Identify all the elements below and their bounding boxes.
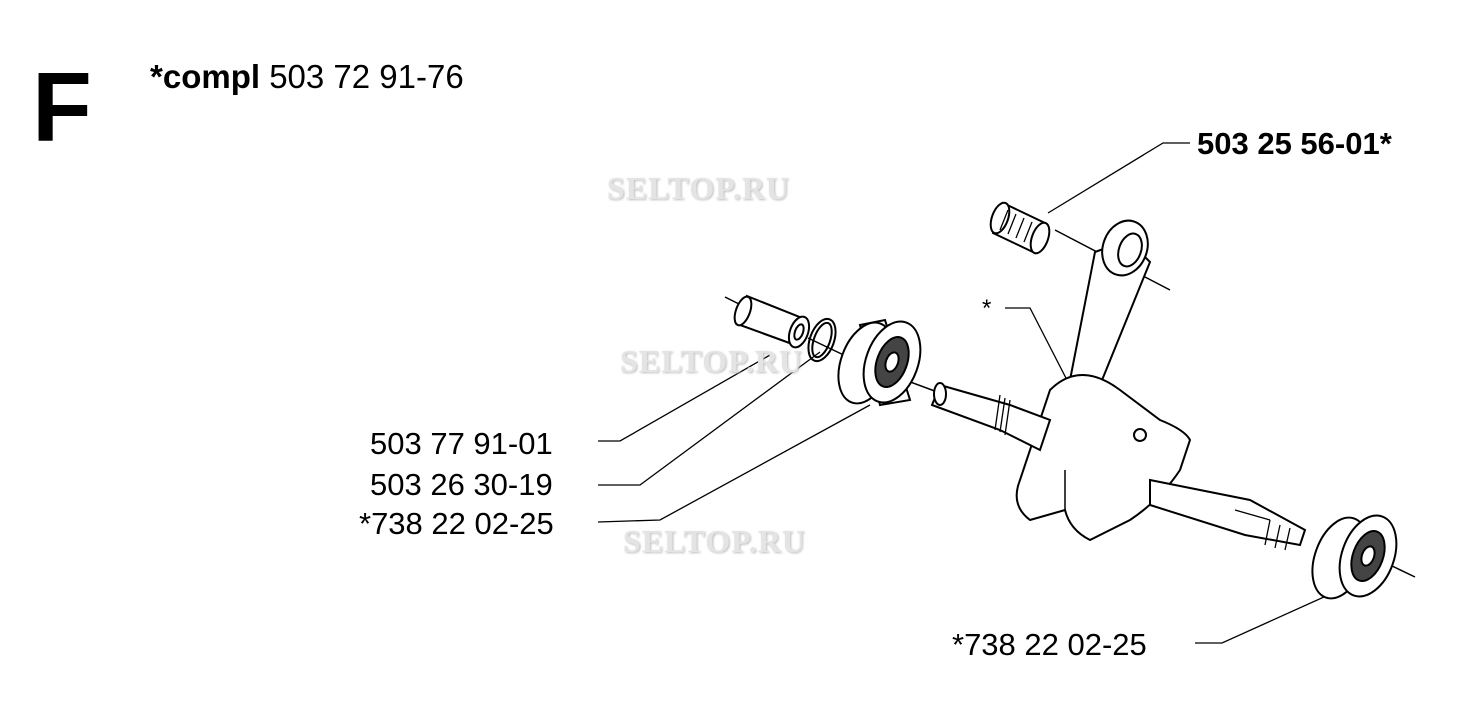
section-letter: F bbox=[32, 52, 92, 162]
assembly-number: 503 72 91-76 bbox=[269, 58, 464, 95]
part-label-sleeve: 503 77 91-01 bbox=[370, 426, 553, 461]
part-label-crankshaft: * bbox=[982, 295, 992, 322]
part-label-needle-bearing: 503 25 56-01* bbox=[1197, 126, 1392, 161]
assembly-title: *compl 503 72 91-76 bbox=[150, 60, 464, 93]
part-label-ball-bearing-left: *738 22 02-25 bbox=[359, 506, 554, 541]
ball-bearing-right-part bbox=[1311, 514, 1398, 600]
sleeve-part bbox=[733, 294, 811, 349]
o-ring-part bbox=[807, 317, 837, 363]
leader-lines bbox=[597, 142, 1336, 644]
watermark: SELTOP.RU bbox=[620, 343, 804, 379]
part-label-ball-bearing-right: *738 22 02-25 bbox=[952, 627, 1147, 662]
assembly-prefix: *compl bbox=[150, 58, 261, 95]
part-label-o-ring: 503 26 30-19 bbox=[370, 467, 553, 502]
crankshaft-part bbox=[930, 219, 1307, 551]
ball-bearing-left-part bbox=[837, 318, 922, 407]
watermark: SELTOP.RU bbox=[623, 523, 807, 559]
needle-bearing-part bbox=[989, 201, 1051, 255]
watermark: SELTOP.RU bbox=[607, 170, 791, 206]
